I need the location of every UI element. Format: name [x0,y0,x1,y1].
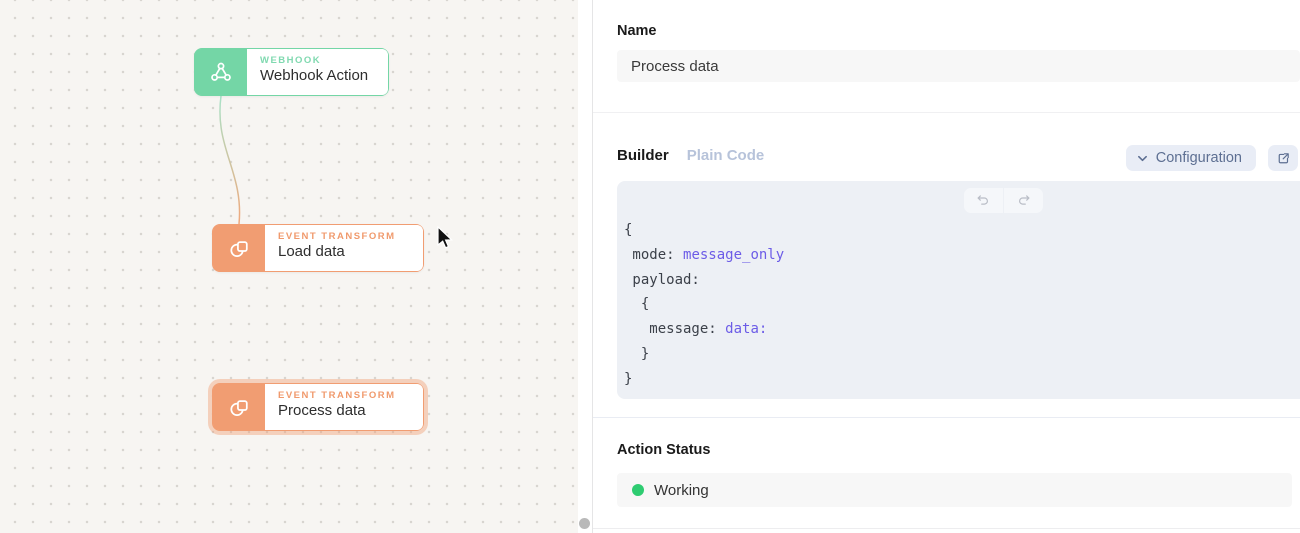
workflow-canvas-pane: WEBHOOK Webhook Action EVENT TRANSFORM L… [0,0,592,533]
redo-icon [1015,192,1032,209]
undo-icon [975,192,992,209]
code-line: message: data: [624,317,784,342]
configuration-button[interactable]: Configuration [1126,145,1256,171]
node-process-data[interactable]: EVENT TRANSFORM Process data [212,383,424,431]
configuration-button-label: Configuration [1156,150,1242,166]
transform-icon [213,384,265,430]
node-title: Webhook Action [260,67,376,84]
code-line: mode: message_only [624,243,784,268]
status-dot-icon [632,484,644,496]
node-title: Load data [278,243,411,260]
code-line: { [624,218,784,243]
undo-button[interactable] [964,188,1003,213]
section-divider [593,528,1300,529]
node-webhook-action[interactable]: WEBHOOK Webhook Action [194,48,389,96]
redo-button[interactable] [1004,188,1043,213]
tab-plain-code[interactable]: Plain Code [687,147,765,164]
action-status-label: Action Status [617,442,710,458]
open-external-button[interactable] [1268,145,1298,171]
status-text: Working [654,482,709,499]
config-panel: Name Builder Plain Code Configuration [593,0,1300,533]
action-status-bar: Working [617,473,1292,507]
name-input[interactable] [617,50,1300,82]
section-divider [593,112,1300,113]
node-type-label: WEBHOOK [260,55,376,66]
node-type-label: EVENT TRANSFORM [278,231,411,242]
code-builder-editor[interactable]: { mode: message_only payload: { message:… [617,181,1300,399]
node-body: WEBHOOK Webhook Action [247,49,388,95]
section-divider [593,417,1300,418]
tab-builder[interactable]: Builder [617,147,669,164]
code-content: { mode: message_only payload: { message:… [624,218,784,392]
node-load-data[interactable]: EVENT TRANSFORM Load data [212,224,424,272]
webhook-icon [195,49,247,95]
node-body: EVENT TRANSFORM Load data [265,225,423,271]
code-line: payload: [624,268,784,293]
undo-redo-group [964,188,1043,213]
chevron-down-icon [1137,153,1148,164]
code-line: } [624,342,784,367]
code-line: { [624,292,784,317]
node-title: Process data [278,402,411,419]
code-line: } [624,367,784,392]
editor-tabs: Builder Plain Code [617,147,764,164]
name-field-label: Name [617,23,657,39]
node-type-label: EVENT TRANSFORM [278,390,411,401]
transform-icon [213,225,265,271]
node-body: EVENT TRANSFORM Process data [265,384,423,430]
canvas-scrollbar-thumb[interactable] [579,518,590,529]
external-link-icon [1276,151,1291,166]
